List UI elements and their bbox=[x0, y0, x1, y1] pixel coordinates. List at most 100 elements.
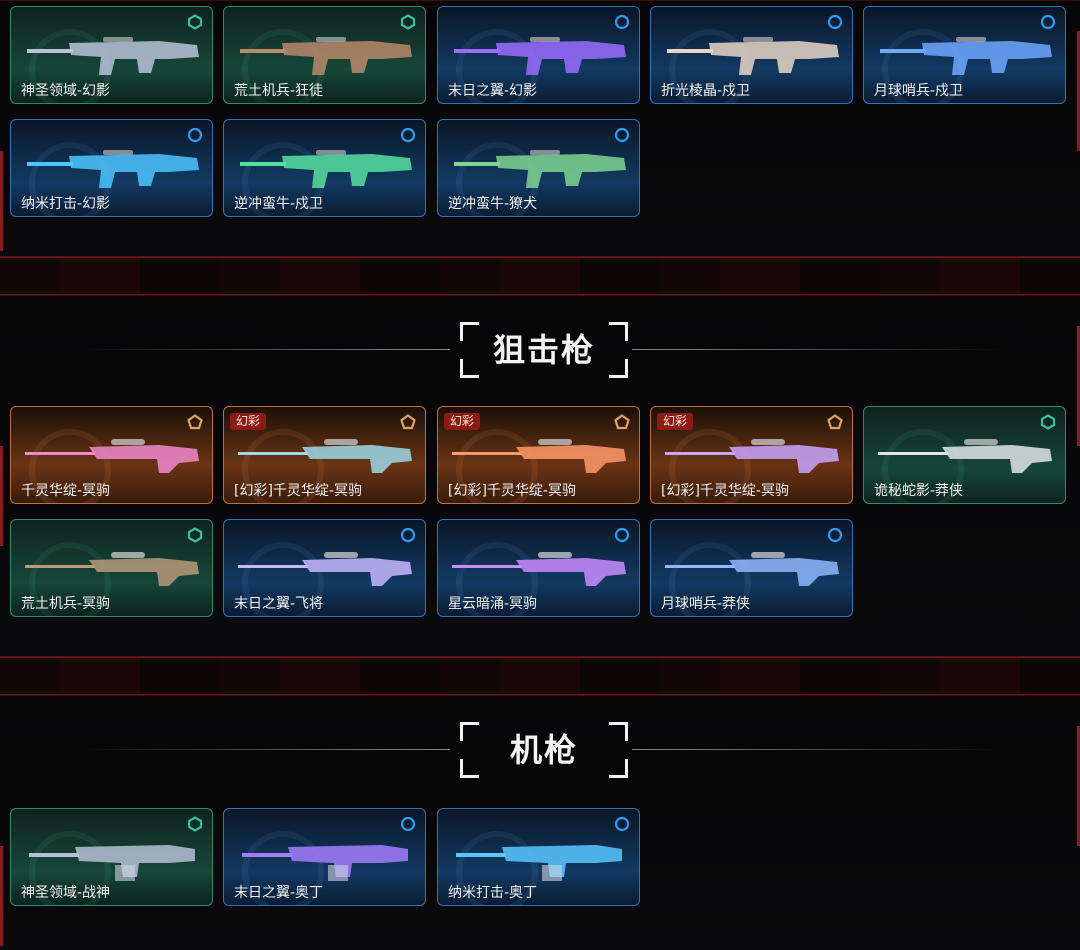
weapon-skin-card[interactable]: 诡秘蛇影-莽侠 bbox=[863, 406, 1066, 504]
skin-name: 月球哨兵-莽侠 bbox=[661, 596, 751, 612]
weapon-image bbox=[238, 552, 412, 586]
weapon-skin-card[interactable]: 纳米打击-幻影 bbox=[10, 119, 213, 217]
skin-name: [幻彩]千灵华绽-冥驹 bbox=[448, 483, 576, 499]
bracket-corner bbox=[460, 759, 479, 778]
rarity-blue-icon bbox=[400, 816, 416, 832]
rarity-blue-icon bbox=[614, 14, 630, 30]
weapon-image bbox=[242, 845, 408, 881]
weapon-skin-card[interactable]: 纳米打击-奥丁 bbox=[437, 808, 640, 906]
header-line-left bbox=[80, 349, 450, 350]
skin-name: 纳米打击-幻影 bbox=[21, 196, 111, 212]
weapon-skin-card[interactable]: 神圣领域-战神 bbox=[10, 808, 213, 906]
weapon-image bbox=[452, 439, 626, 473]
skin-name: 末日之翼-飞将 bbox=[234, 596, 324, 612]
header-title-box: 机枪 bbox=[460, 720, 628, 780]
weapon-skin-card[interactable]: 月球哨兵-莽侠 bbox=[650, 519, 853, 617]
bracket-corner bbox=[460, 722, 479, 741]
card-halo bbox=[242, 542, 324, 616]
card-halo bbox=[29, 831, 111, 905]
bracket-corner bbox=[609, 322, 628, 341]
weapon-skin-card[interactable]: 折光棱晶-戍卫 bbox=[650, 6, 853, 104]
variant-badge: 幻彩 bbox=[657, 413, 694, 430]
card-halo bbox=[882, 429, 964, 503]
weapon-image bbox=[454, 150, 626, 188]
weapon-image bbox=[880, 37, 1052, 75]
weapon-skin-card[interactable]: 月球哨兵-戍卫 bbox=[863, 6, 1066, 104]
rarity-blue-icon bbox=[1040, 14, 1056, 30]
weapon-image bbox=[452, 552, 626, 586]
card-halo bbox=[669, 542, 751, 616]
section-title: 狙击枪 bbox=[492, 331, 595, 369]
skin-name: 折光棱晶-戍卫 bbox=[661, 83, 751, 99]
variant-badge: 幻彩 bbox=[230, 413, 267, 430]
rarity-green-icon bbox=[187, 816, 203, 832]
skin-name: 末日之翼-奥丁 bbox=[234, 885, 324, 901]
skin-name: 荒土机兵-狂徒 bbox=[234, 83, 324, 99]
rarity-blue-icon bbox=[827, 14, 843, 30]
header-line-left bbox=[80, 749, 450, 750]
weapon-skin-card[interactable]: 千灵华绽-冥驹 bbox=[10, 406, 213, 504]
weapon-skin-card[interactable]: 逆冲蛮牛-獠犬 bbox=[437, 119, 640, 217]
rarity-blue-icon bbox=[614, 816, 630, 832]
weapon-skin-card[interactable]: 末日之翼-奥丁 bbox=[223, 808, 426, 906]
skin-name: 逆冲蛮牛-獠犬 bbox=[448, 196, 538, 212]
header-line-right bbox=[632, 749, 1002, 750]
section-divider bbox=[0, 257, 1080, 295]
skin-name: [幻彩]千灵华绽-冥驹 bbox=[661, 483, 789, 499]
rarity-blue-icon bbox=[400, 127, 416, 143]
weapon-skin-card[interactable]: 荒土机兵-冥驹 bbox=[10, 519, 213, 617]
rarity-blue-icon bbox=[187, 127, 203, 143]
bracket-corner bbox=[609, 722, 628, 741]
weapon-skin-card[interactable]: 星云暗涌-冥驹 bbox=[437, 519, 640, 617]
card-halo bbox=[669, 429, 751, 503]
skin-name: 星云暗涌-冥驹 bbox=[448, 596, 538, 612]
weapon-image bbox=[667, 37, 839, 75]
weapon-image bbox=[240, 37, 412, 75]
weapon-image bbox=[454, 37, 626, 75]
weapon-skin-card[interactable]: 幻彩 [幻彩]千灵华绽-冥驹 bbox=[223, 406, 426, 504]
bracket-corner bbox=[609, 759, 628, 778]
rarity-blue-icon bbox=[614, 527, 630, 543]
rarity-orange-icon bbox=[400, 414, 416, 430]
weapon-skin-card[interactable]: 荒土机兵-狂徒 bbox=[223, 6, 426, 104]
weapon-skin-card[interactable]: 逆冲蛮牛-戍卫 bbox=[223, 119, 426, 217]
skin-name: 末日之翼-幻影 bbox=[448, 83, 538, 99]
weapon-image bbox=[878, 439, 1052, 473]
section-header-sniper: 狙击枪 bbox=[0, 320, 1080, 380]
variant-badge: 幻彩 bbox=[444, 413, 481, 430]
weapon-image bbox=[29, 845, 195, 881]
rarity-blue-icon bbox=[827, 527, 843, 543]
header-title-box: 狙击枪 bbox=[460, 320, 628, 380]
weapon-image bbox=[25, 439, 199, 473]
skin-name: 诡秘蛇影-莽侠 bbox=[874, 483, 964, 499]
rarity-orange-icon bbox=[827, 414, 843, 430]
weapon-image bbox=[238, 439, 412, 473]
weapon-image bbox=[27, 37, 199, 75]
weapon-skin-card[interactable]: 末日之翼-幻影 bbox=[437, 6, 640, 104]
weapon-skin-card[interactable]: 神圣领域-幻影 bbox=[10, 6, 213, 104]
skin-name: [幻彩]千灵华绽-冥驹 bbox=[234, 483, 362, 499]
header-line-right bbox=[632, 349, 1002, 350]
card-halo bbox=[29, 542, 111, 616]
skin-name: 荒土机兵-冥驹 bbox=[21, 596, 111, 612]
card-halo bbox=[456, 831, 538, 905]
card-halo bbox=[456, 429, 538, 503]
bracket-corner bbox=[460, 322, 479, 341]
rarity-green-icon bbox=[1040, 414, 1056, 430]
weapon-skin-card[interactable]: 末日之翼-飞将 bbox=[223, 519, 426, 617]
card-halo bbox=[456, 542, 538, 616]
weapon-image bbox=[665, 439, 839, 473]
bracket-corner bbox=[609, 359, 628, 378]
weapon-skin-card[interactable]: 幻彩 [幻彩]千灵华绽-冥驹 bbox=[437, 406, 640, 504]
rarity-green-icon bbox=[187, 14, 203, 30]
weapon-image bbox=[25, 552, 199, 586]
card-halo bbox=[242, 831, 324, 905]
section-title: 机枪 bbox=[509, 731, 578, 769]
weapon-image bbox=[665, 552, 839, 586]
rarity-orange-icon bbox=[614, 414, 630, 430]
card-halo bbox=[242, 429, 324, 503]
weapon-image bbox=[456, 845, 622, 881]
rarity-orange-icon bbox=[187, 414, 203, 430]
weapon-skin-card[interactable]: 幻彩 [幻彩]千灵华绽-冥驹 bbox=[650, 406, 853, 504]
